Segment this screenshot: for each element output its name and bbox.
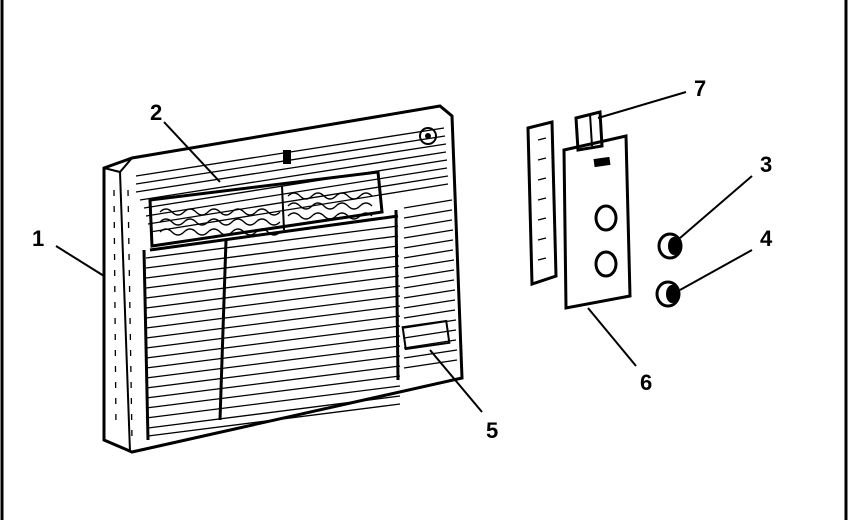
callout-4: 4 [760, 226, 773, 251]
top-louver-slats [135, 127, 449, 233]
front-louvers [145, 225, 401, 437]
louver-slider-knob [283, 150, 291, 164]
callout-1: 1 [32, 226, 44, 251]
air-filter [148, 170, 384, 248]
callout-2: 2 [150, 100, 162, 125]
trim-strip [526, 120, 558, 287]
knob-hole-lower [594, 250, 618, 278]
callout-7: 7 [694, 76, 706, 101]
leader-lines [55, 91, 753, 413]
nameplate [401, 319, 451, 351]
callout-6: 6 [640, 370, 652, 395]
knob-3 [657, 232, 683, 260]
control-dial [419, 127, 437, 145]
knob-hole-upper [594, 204, 618, 232]
knob-4 [655, 280, 681, 308]
control-panel-bracket [562, 134, 632, 310]
front-grille-cabinet [102, 104, 464, 454]
bracket-clip [574, 110, 604, 152]
callout-3: 3 [760, 152, 772, 177]
callout-5: 5 [486, 418, 498, 443]
